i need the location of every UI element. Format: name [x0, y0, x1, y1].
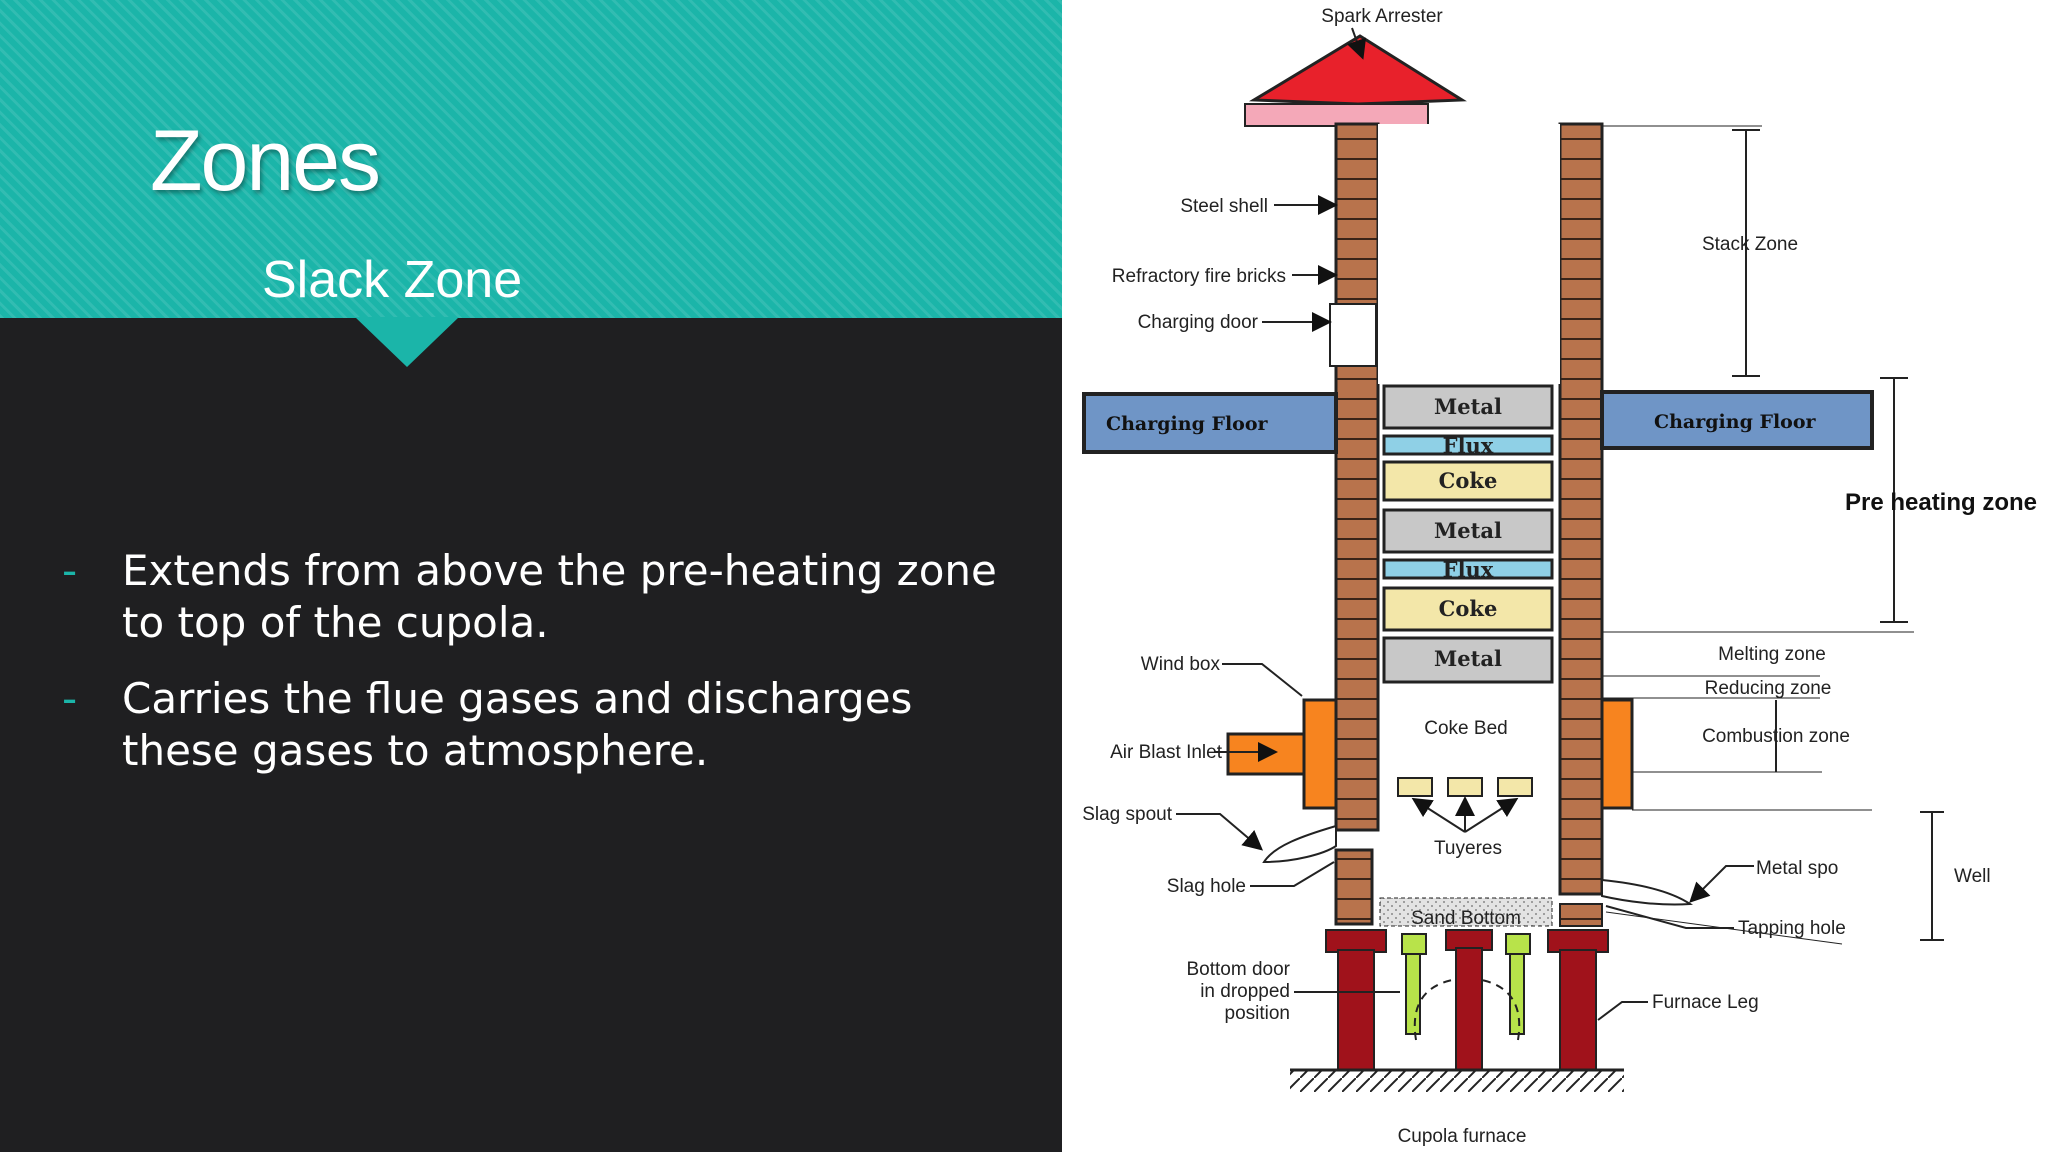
cupola-diagram-panel: Charging Floor Charging Floor Metal Flux…: [1062, 0, 2048, 1152]
stack-interior: [1378, 124, 1560, 384]
wind-box-left: [1302, 698, 1338, 810]
tuyere: [1497, 777, 1533, 797]
furnace-leg: [1455, 947, 1483, 1071]
well-label: Well: [1954, 866, 1991, 887]
melting-zone-label: Melting zone: [1718, 644, 1826, 665]
charging-floor-left: [1082, 392, 1338, 454]
slide-title: Zones: [150, 113, 381, 209]
furnace-leg-label: Furnace Leg: [1652, 992, 1759, 1013]
pre-heating-zone-label: Pre heating zone: [1845, 489, 2037, 516]
bottom-door: [1401, 933, 1427, 955]
right-brick-wall: [1558, 122, 1604, 896]
tuyeres-label: Tuyeres: [1434, 838, 1502, 859]
layer-flux: [1382, 558, 1554, 580]
slide-text-panel: Zones Slack Zone - Extends from above th…: [0, 0, 1062, 801]
layer-coke: [1382, 460, 1554, 502]
spark-arrester-label: Spark Arrester: [1321, 6, 1443, 27]
refractory-bricks-label: Refractory fire bricks: [1112, 266, 1286, 287]
layer-label: Metal: [1434, 518, 1502, 543]
combustion-zone-label: Combustion zone: [1702, 726, 1850, 747]
bullet-text: Carries the flue gases and discharges th…: [122, 674, 913, 775]
charging-door: [1329, 303, 1377, 367]
charging-door-label: Charging door: [1138, 312, 1259, 333]
layer-metal: [1382, 508, 1554, 554]
coke-bed-label: Coke Bed: [1424, 718, 1507, 739]
tapping-hole-label: Tapping hole: [1738, 918, 1846, 939]
furnace-leg: [1559, 949, 1597, 1071]
slag-hole-label: Slag hole: [1167, 876, 1246, 897]
charging-floor-right-label: Charging Floor: [1654, 411, 1817, 433]
bullet-list: - Extends from above the pre-heating zon…: [62, 545, 1022, 801]
bullet-dash: -: [62, 546, 78, 595]
metal-spout: [1601, 878, 1693, 906]
bottom-door-label-2: in dropped: [1200, 981, 1290, 1002]
layer-label: Metal: [1434, 394, 1502, 419]
wind-box-label: Wind box: [1141, 654, 1221, 675]
furnace-leg: [1337, 949, 1375, 1071]
tuyere: [1447, 777, 1483, 797]
diagram-caption: Cupola furnace: [1398, 1126, 1527, 1147]
steel-shell-label: Steel shell: [1180, 196, 1268, 217]
air-blast-inlet: [1226, 732, 1306, 776]
stack-zone-label: Stack Zone: [1702, 234, 1798, 255]
bottom-door: [1405, 953, 1421, 1035]
layer-metal: [1382, 384, 1554, 430]
bullet-dash: -: [62, 674, 78, 723]
metal-spout-label: Metal spo: [1756, 858, 1838, 879]
sand-bottom: [1379, 897, 1553, 927]
left-brick-wall: [1334, 122, 1380, 832]
bullet-item: - Carries the flue gases and discharges …: [62, 673, 1022, 777]
furnace-leg-cap: [1325, 929, 1387, 953]
bottom-door-label-3: position: [1225, 1003, 1291, 1024]
air-blast-inlet-label: Air Blast Inlet: [1110, 742, 1223, 763]
layer-flux: [1382, 434, 1554, 456]
layer-label: Flux: [1443, 433, 1494, 458]
slag-spout-label: Slag spout: [1082, 804, 1173, 825]
tuyere: [1397, 777, 1433, 797]
layer-label: Coke: [1439, 596, 1498, 621]
layer-metal: [1382, 636, 1554, 684]
sand-bottom-label: Sand Bottom: [1411, 908, 1521, 929]
layer-label: Coke: [1439, 468, 1498, 493]
lower-right-wall: [1559, 903, 1603, 927]
bottom-door: [1509, 953, 1525, 1035]
layer-coke: [1382, 586, 1554, 632]
bullet-text: Extends from above the pre-heating zone …: [122, 546, 997, 647]
header-pointer: [355, 317, 459, 367]
lower-left-wall: [1334, 848, 1374, 926]
layer-label: Metal: [1434, 646, 1502, 671]
bottom-door-label-1: Bottom door: [1187, 959, 1291, 980]
wind-box-right: [1600, 698, 1634, 810]
cupola-furnace-diagram: Charging Floor Charging Floor Metal Flux…: [1082, 6, 2037, 1147]
layer-label: Flux: [1443, 557, 1494, 582]
header-band: [0, 0, 1062, 318]
charging-floor-left-label: Charging Floor: [1106, 413, 1269, 435]
bottom-door: [1505, 933, 1531, 955]
slag-spout: [1262, 824, 1337, 864]
ground-hatch: [1290, 1070, 1624, 1092]
charging-floor-right: [1600, 390, 1874, 450]
slide-subtitle: Slack Zone: [262, 251, 523, 309]
bullet-item: - Extends from above the pre-heating zon…: [62, 545, 1022, 649]
reducing-zone-label: Reducing zone: [1705, 678, 1832, 699]
furnace-leg-cap: [1547, 929, 1609, 953]
